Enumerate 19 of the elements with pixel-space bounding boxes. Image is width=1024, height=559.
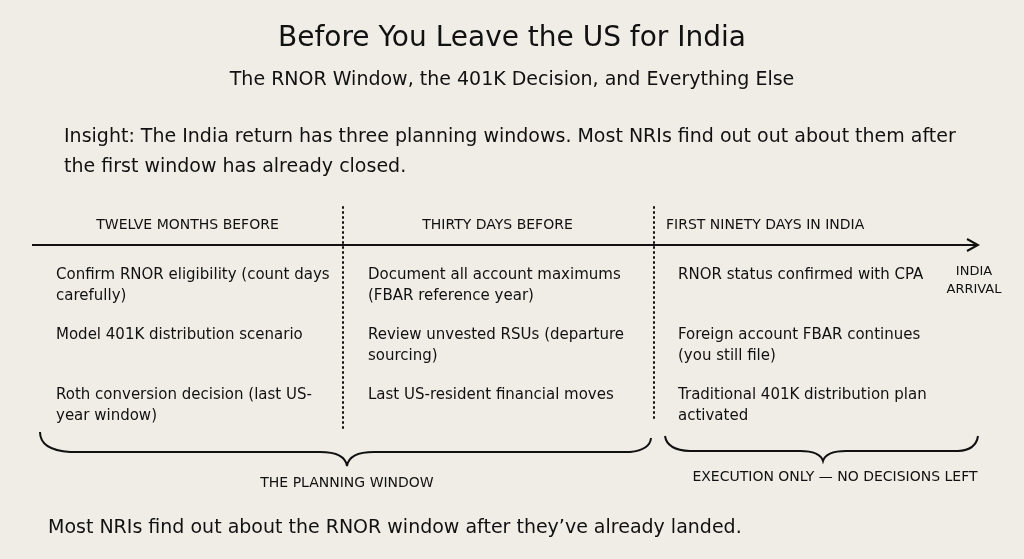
task-item: Review unvested RSUs (departure sourcing) — [368, 324, 626, 366]
task-item: Confirm RNOR eligibility (count days carefully) — [56, 264, 331, 306]
bracket-label: EXECUTION ONLY — NO DECISIONS LEFT — [691, 467, 979, 486]
caption: Most NRIs find out about the RNOR window after they’ve already landed. — [48, 514, 742, 539]
task-item: Model 401K distribution scenario — [56, 324, 304, 345]
phase-heading: THIRTY DAYS BEFORE — [421, 215, 574, 234]
subtitle: The RNOR Window, the 401K Decision, and Everything Else — [228, 66, 796, 91]
task-item: RNOR status confirmed with CPA — [678, 264, 925, 285]
insight-note: Insight: The India return has three planning windows. Most NRIs find out out about them after the first window has already closed. — [64, 123, 957, 178]
bracket-label: THE PLANNING WINDOW — [259, 473, 435, 492]
phase-heading: TWELVE MONTHS BEFORE — [95, 215, 280, 234]
task-item: Traditional 401K distribution plan activated — [678, 384, 928, 426]
task-item: Document all account maximums (FBAR reference year) — [368, 264, 622, 306]
phase-heading: FIRST NINETY DAYS IN INDIA — [666, 215, 866, 234]
task-item: Roth conversion decision (last US-year window) — [56, 384, 313, 426]
arrival-marker-label: INDIA ARRIVAL — [945, 262, 1003, 298]
task-item: Foreign account FBAR continues (you still file) — [678, 324, 922, 366]
title: Before You Leave the US for India — [277, 19, 747, 55]
task-item: Last US-resident financial moves — [368, 384, 615, 405]
